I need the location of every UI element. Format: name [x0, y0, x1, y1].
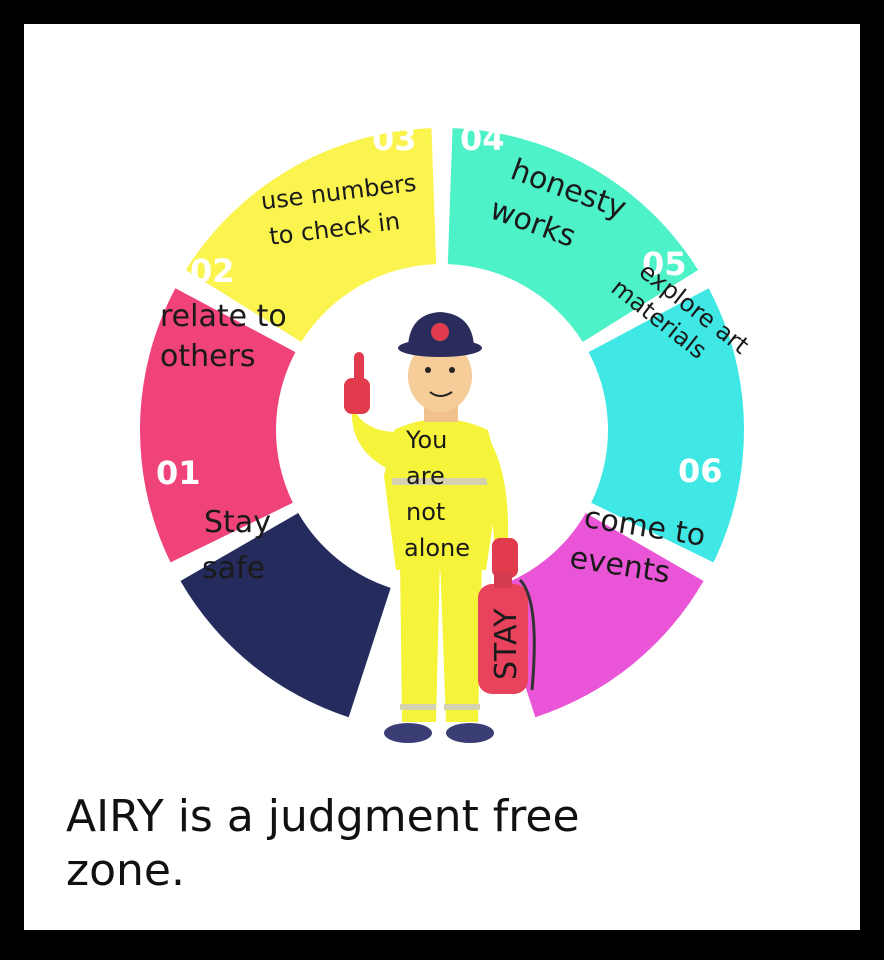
- firefighter-illustration: [344, 312, 536, 743]
- segment-06-number: 06: [678, 452, 723, 490]
- segment-02-line1: relate to: [160, 299, 287, 334]
- segment-06: [493, 513, 704, 718]
- caption: AIRY is a judgment free zone.: [66, 791, 580, 896]
- segment-02: [139, 288, 296, 563]
- segment-05-number: 05: [642, 245, 687, 283]
- vest-text-line2: are: [406, 462, 445, 490]
- segment-03: [185, 128, 437, 343]
- segment-04-number: 04: [460, 120, 505, 158]
- vest-text-line1: You: [405, 426, 447, 454]
- vest-text-line3: not: [406, 498, 445, 526]
- segment-02-number: 02: [190, 252, 235, 290]
- segment-01-number: 01: [156, 454, 201, 492]
- vest-text-line4: alone: [404, 534, 470, 562]
- segment-03-number: 03: [372, 120, 417, 158]
- segment-01-line1: Stay: [204, 505, 271, 540]
- segment-01: [180, 513, 391, 718]
- segment-02-line2: others: [160, 339, 256, 374]
- segment-04: [447, 128, 699, 343]
- extinguisher-label: STAY: [489, 608, 524, 680]
- segment-05: [588, 288, 744, 563]
- segment-01-line2: safe: [202, 551, 265, 586]
